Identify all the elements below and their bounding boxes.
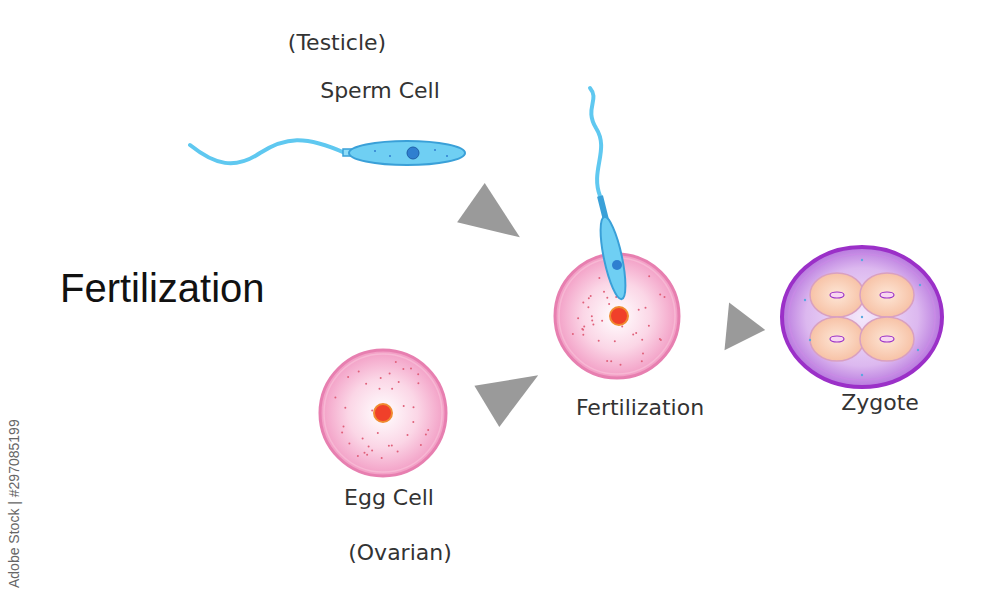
arrow-head [725, 303, 766, 351]
watermark-label: Adobe Stock | #297085199 [6, 419, 22, 588]
zygote-cell: Zygote [770, 240, 970, 440]
egg-cell: Egg Cell (Ovarian) [300, 345, 480, 585]
sperm-tail [590, 88, 601, 196]
cell-label: Fertilization [576, 395, 704, 421]
sperm-cell: (Testicle) Sperm Cell [185, 25, 480, 185]
arrow-head [457, 183, 520, 237]
arrow-head [474, 375, 538, 427]
fertilized-egg: Fertilization [545, 205, 722, 430]
cell-label: Sperm Cell [320, 78, 440, 104]
cell-label: (Ovarian) [348, 540, 452, 566]
cell-label: (Testicle) [288, 30, 386, 56]
flow-arrow [474, 375, 538, 427]
flow-arrow [725, 303, 766, 351]
cell-label: Egg Cell [344, 485, 434, 511]
cell-label: Zygote [841, 390, 919, 416]
diagram-title: Fertilization [60, 266, 265, 311]
flow-arrow [457, 183, 520, 237]
